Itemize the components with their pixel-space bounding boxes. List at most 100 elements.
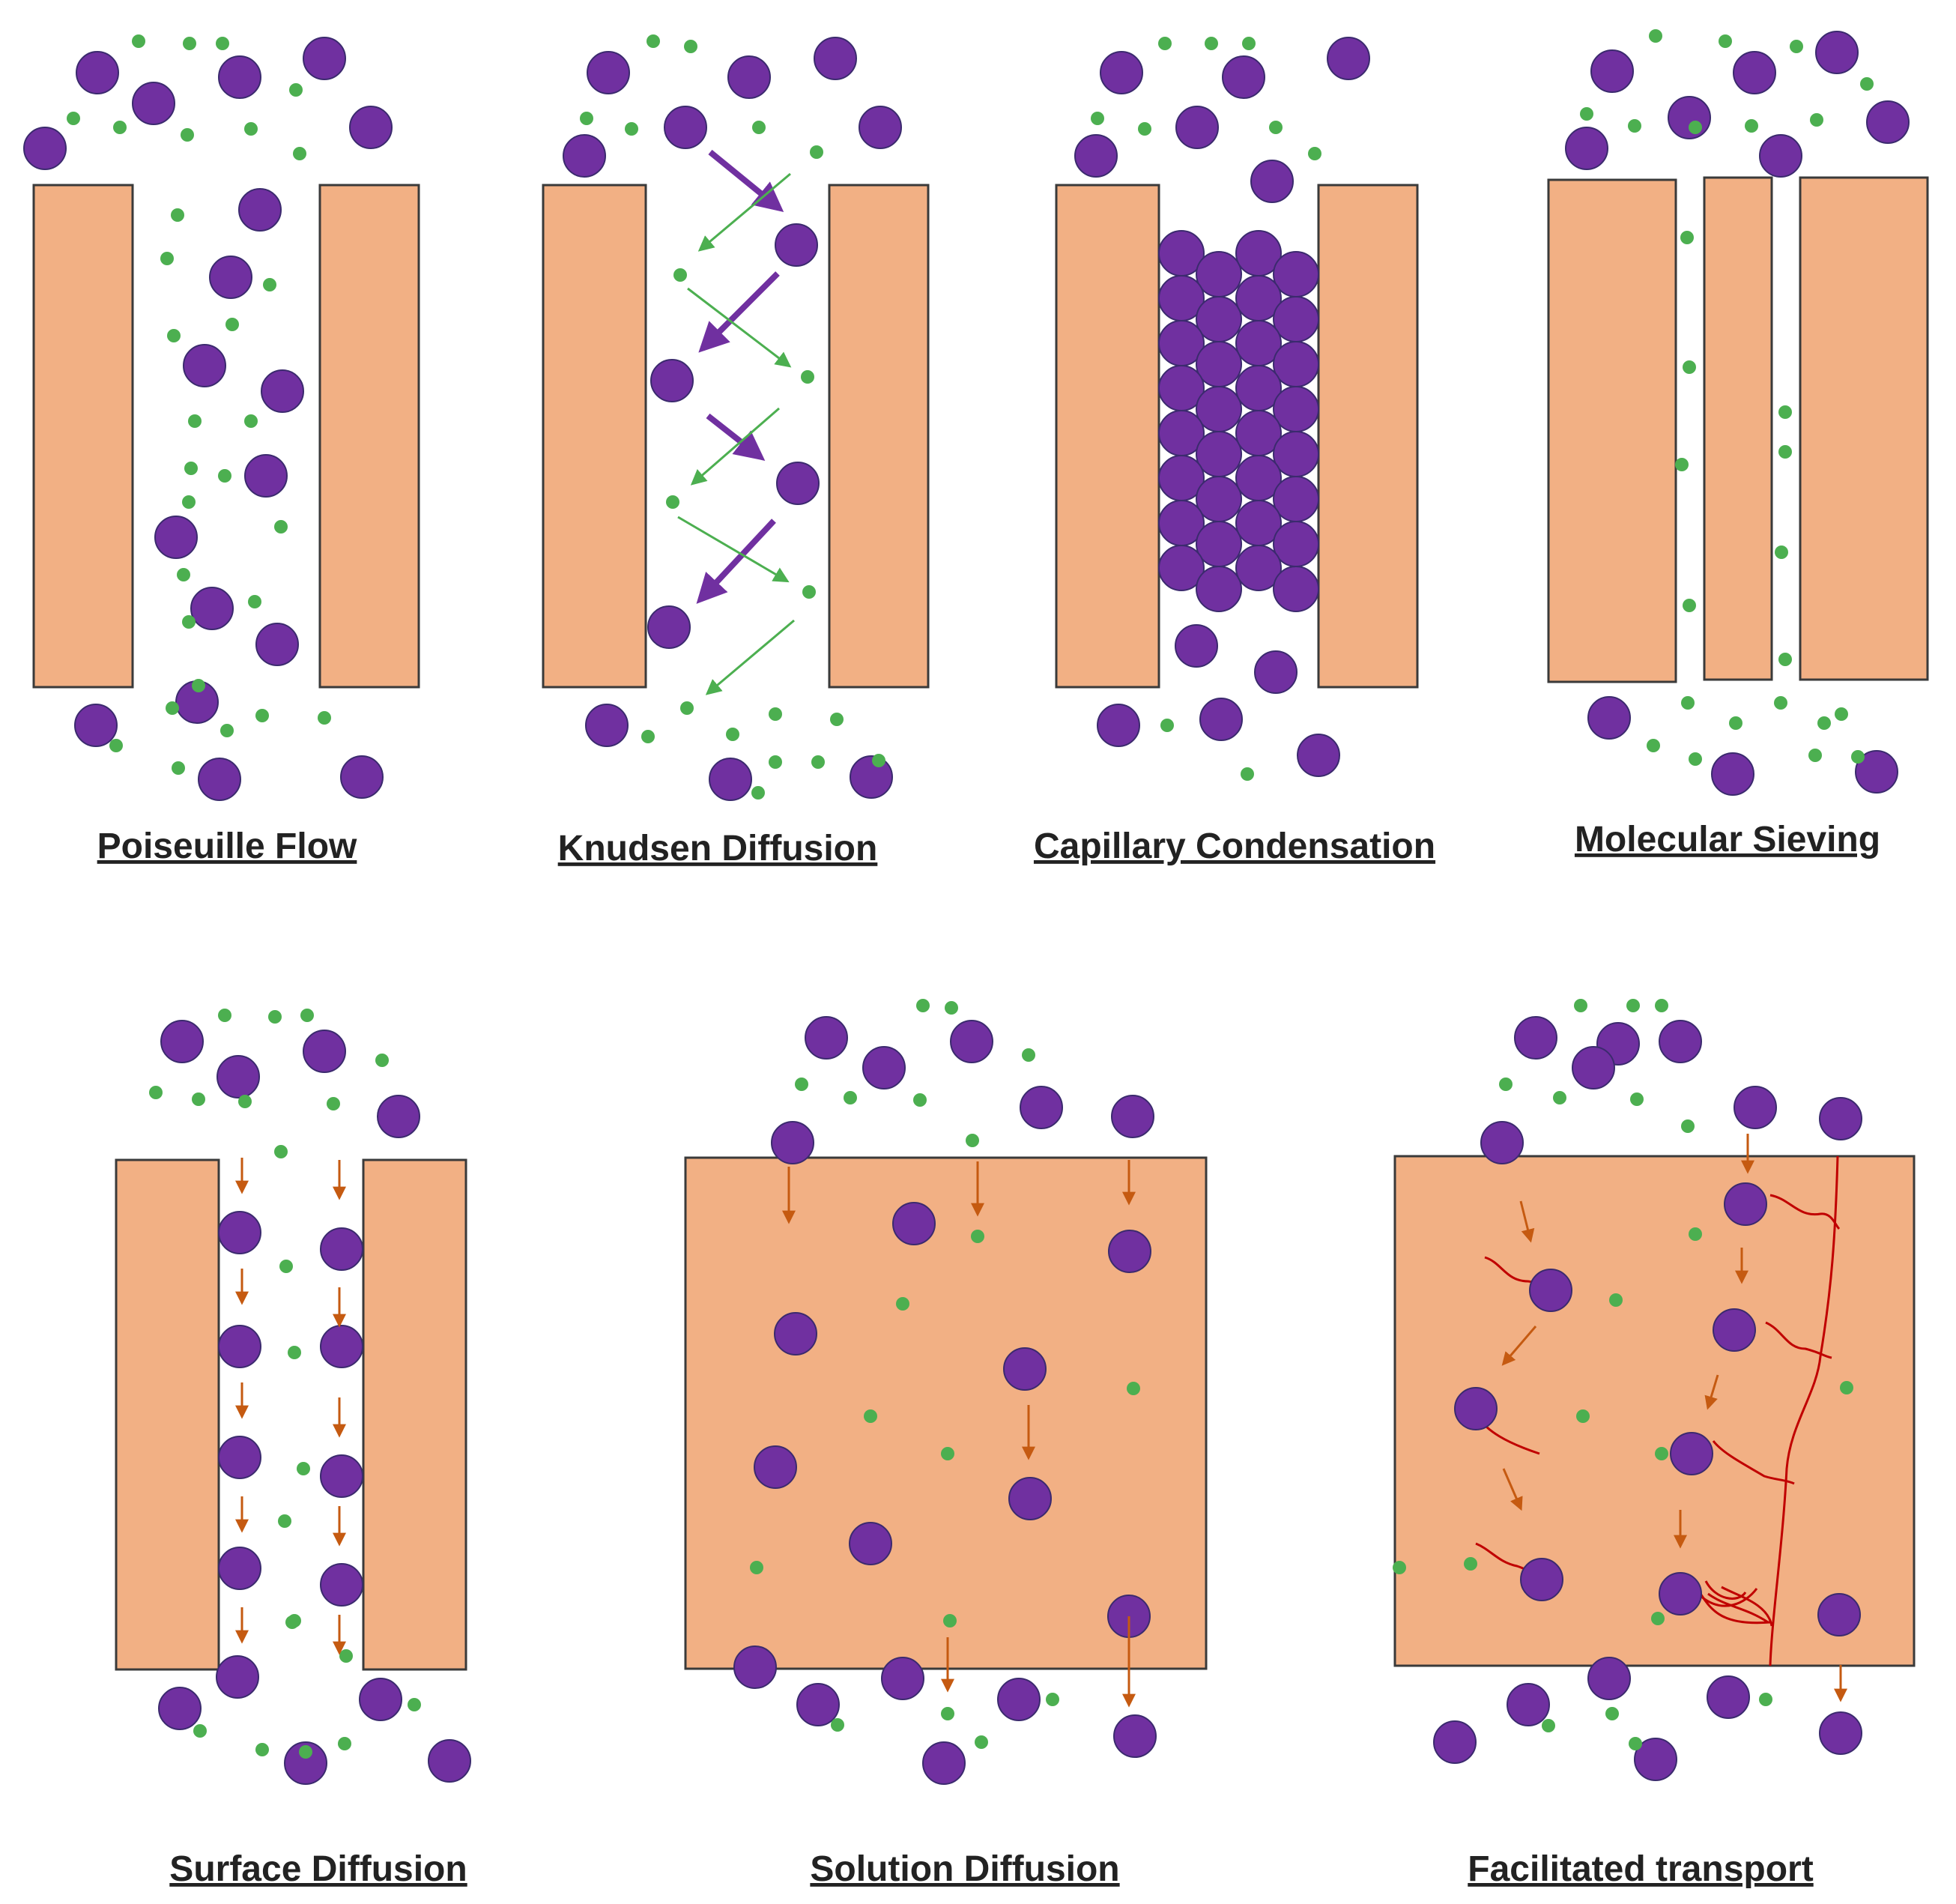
large-molecule xyxy=(349,106,393,149)
large-molecule xyxy=(733,1645,777,1689)
large-molecule xyxy=(1113,1714,1157,1758)
small-molecule xyxy=(293,147,306,160)
small-molecule xyxy=(1205,37,1218,50)
small-molecule xyxy=(1683,599,1696,612)
small-molecule xyxy=(255,1743,269,1756)
small-molecule xyxy=(1689,1227,1702,1241)
small-molecule xyxy=(167,329,181,342)
condensed-molecule xyxy=(1196,341,1242,387)
large-molecule xyxy=(1514,1016,1557,1060)
large-molecule xyxy=(563,134,606,178)
condensed-molecule xyxy=(1273,296,1319,342)
condensed-molecule xyxy=(1273,521,1319,567)
small-molecule xyxy=(297,1462,310,1475)
large-molecule xyxy=(238,188,282,232)
small-molecule xyxy=(166,701,179,715)
small-molecule xyxy=(580,112,593,125)
membrane-wall xyxy=(115,1158,220,1671)
small-molecule xyxy=(248,595,261,608)
large-molecule xyxy=(244,454,288,498)
large-molecule xyxy=(1819,1097,1862,1140)
small-molecule xyxy=(238,1095,252,1108)
small-molecule xyxy=(268,1010,282,1024)
condensed-molecule xyxy=(1273,341,1319,387)
large-molecule xyxy=(1734,1086,1777,1129)
large-molecule xyxy=(1175,106,1219,149)
small-molecule xyxy=(1778,445,1792,459)
small-molecule xyxy=(408,1698,421,1711)
large-molecule xyxy=(1507,1683,1550,1726)
small-molecule xyxy=(1680,231,1694,244)
small-molecule xyxy=(1681,1119,1695,1133)
small-molecule xyxy=(1393,1561,1406,1574)
large-molecule xyxy=(359,1678,402,1721)
small-molecule xyxy=(109,739,123,752)
caption-solution-diffusion: Solution Diffusion xyxy=(810,1849,1119,1889)
large-molecule xyxy=(1100,51,1143,94)
small-molecule xyxy=(872,754,885,767)
condensed-molecule xyxy=(1196,431,1242,477)
large-molecule xyxy=(74,704,118,747)
large-molecule xyxy=(216,1655,259,1699)
purple-trajectory-arrow xyxy=(696,519,776,604)
small-molecule xyxy=(811,755,825,769)
carrier-chain xyxy=(1699,1593,1771,1625)
small-molecule xyxy=(971,1230,984,1243)
facilitated-flux-arrow xyxy=(1519,1200,1535,1243)
large-molecule xyxy=(320,1454,363,1498)
small-molecule xyxy=(1689,752,1702,766)
condensed-molecule xyxy=(1158,545,1205,591)
condensed-molecule xyxy=(1196,251,1242,297)
small-molecule xyxy=(1775,545,1788,559)
large-molecule xyxy=(881,1657,924,1700)
small-molecule xyxy=(225,318,239,331)
small-molecule xyxy=(1160,719,1174,732)
small-molecule xyxy=(769,755,782,769)
small-molecule xyxy=(218,1009,231,1022)
membrane-wall xyxy=(1799,176,1929,681)
small-molecule xyxy=(1499,1078,1513,1091)
large-molecule xyxy=(1587,696,1631,740)
large-molecule xyxy=(1590,49,1634,93)
small-molecule xyxy=(67,112,80,125)
small-molecule xyxy=(1860,77,1874,91)
small-molecule xyxy=(278,1514,291,1528)
large-molecule xyxy=(1659,1572,1702,1616)
membrane-wall xyxy=(32,184,134,689)
large-molecule xyxy=(997,1678,1041,1721)
small-molecule xyxy=(289,83,303,97)
small-molecule xyxy=(1091,112,1104,125)
large-molecule xyxy=(1817,1593,1861,1636)
small-molecule xyxy=(1241,767,1254,781)
condensed-molecule xyxy=(1196,521,1242,567)
large-molecule xyxy=(664,106,707,149)
small-molecule xyxy=(916,999,930,1012)
condensed-molecule xyxy=(1196,386,1242,432)
large-molecule xyxy=(320,1325,363,1368)
membrane-wall xyxy=(318,184,420,689)
small-molecule xyxy=(801,370,814,384)
small-molecule xyxy=(941,1707,954,1720)
large-molecule xyxy=(1733,51,1776,94)
small-molecule xyxy=(726,728,739,741)
large-molecule xyxy=(805,1016,848,1060)
small-molecule xyxy=(188,414,202,428)
small-molecule xyxy=(1647,739,1660,752)
small-molecule xyxy=(113,121,127,134)
caption-molecular-sieving: Molecular Sieving xyxy=(1575,820,1880,859)
large-molecule xyxy=(303,37,346,80)
small-molecule xyxy=(831,1718,844,1732)
small-molecule xyxy=(177,568,190,581)
small-molecule xyxy=(769,707,782,721)
small-molecule xyxy=(327,1097,340,1110)
panel-poiseuille-flow xyxy=(23,34,420,801)
panel-facilitated-transport xyxy=(1393,999,1916,1781)
large-molecule xyxy=(892,1202,936,1245)
small-molecule xyxy=(132,34,145,48)
large-molecule xyxy=(1008,1477,1052,1520)
small-molecule xyxy=(184,462,198,475)
small-molecule xyxy=(1464,1557,1477,1571)
large-molecule xyxy=(1855,750,1898,794)
small-molecule xyxy=(181,128,194,142)
small-molecule xyxy=(941,1447,954,1460)
